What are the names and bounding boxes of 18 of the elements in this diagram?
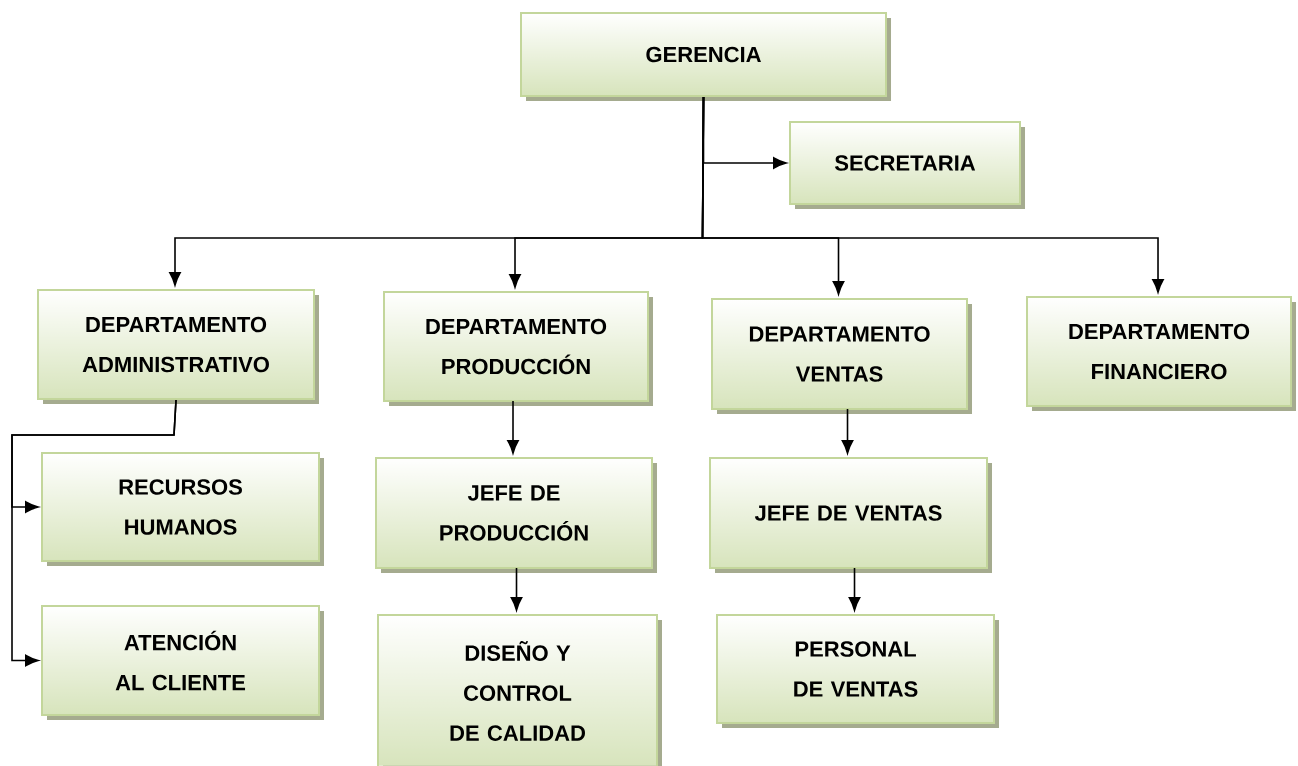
arrow [507, 400, 519, 454]
org-box: SECRETARIA [789, 121, 1025, 209]
org-box: JEFE DE PRODUCCIÓN [375, 457, 657, 573]
org-box: DEPARTAMENTO ADMINISTRATIVO [37, 289, 319, 404]
arrow [841, 408, 854, 454]
org-box: RECURSOS HUMANOS [41, 452, 324, 566]
org-box: DEPARTAMENTO FINANCIERO [1026, 296, 1296, 411]
org-box: DISEÑO Y CONTROL DE CALIDAD [377, 614, 662, 766]
arrow [510, 567, 523, 611]
org-box: PERSONAL DE VENTAS [716, 614, 999, 728]
org-box: DEPARTAMENTO PRODUCCIÓN [383, 291, 653, 406]
org-box: DEPARTAMENTO VENTAS [711, 298, 972, 414]
arrow [848, 567, 861, 611]
org-box: JEFE DE VENTAS [709, 457, 992, 573]
arrow [701, 96, 1164, 293]
arrow [11, 399, 177, 667]
org-box: ATENCIÓN AL CLIENTE [41, 605, 324, 720]
org-box: GERENCIA [520, 12, 891, 101]
